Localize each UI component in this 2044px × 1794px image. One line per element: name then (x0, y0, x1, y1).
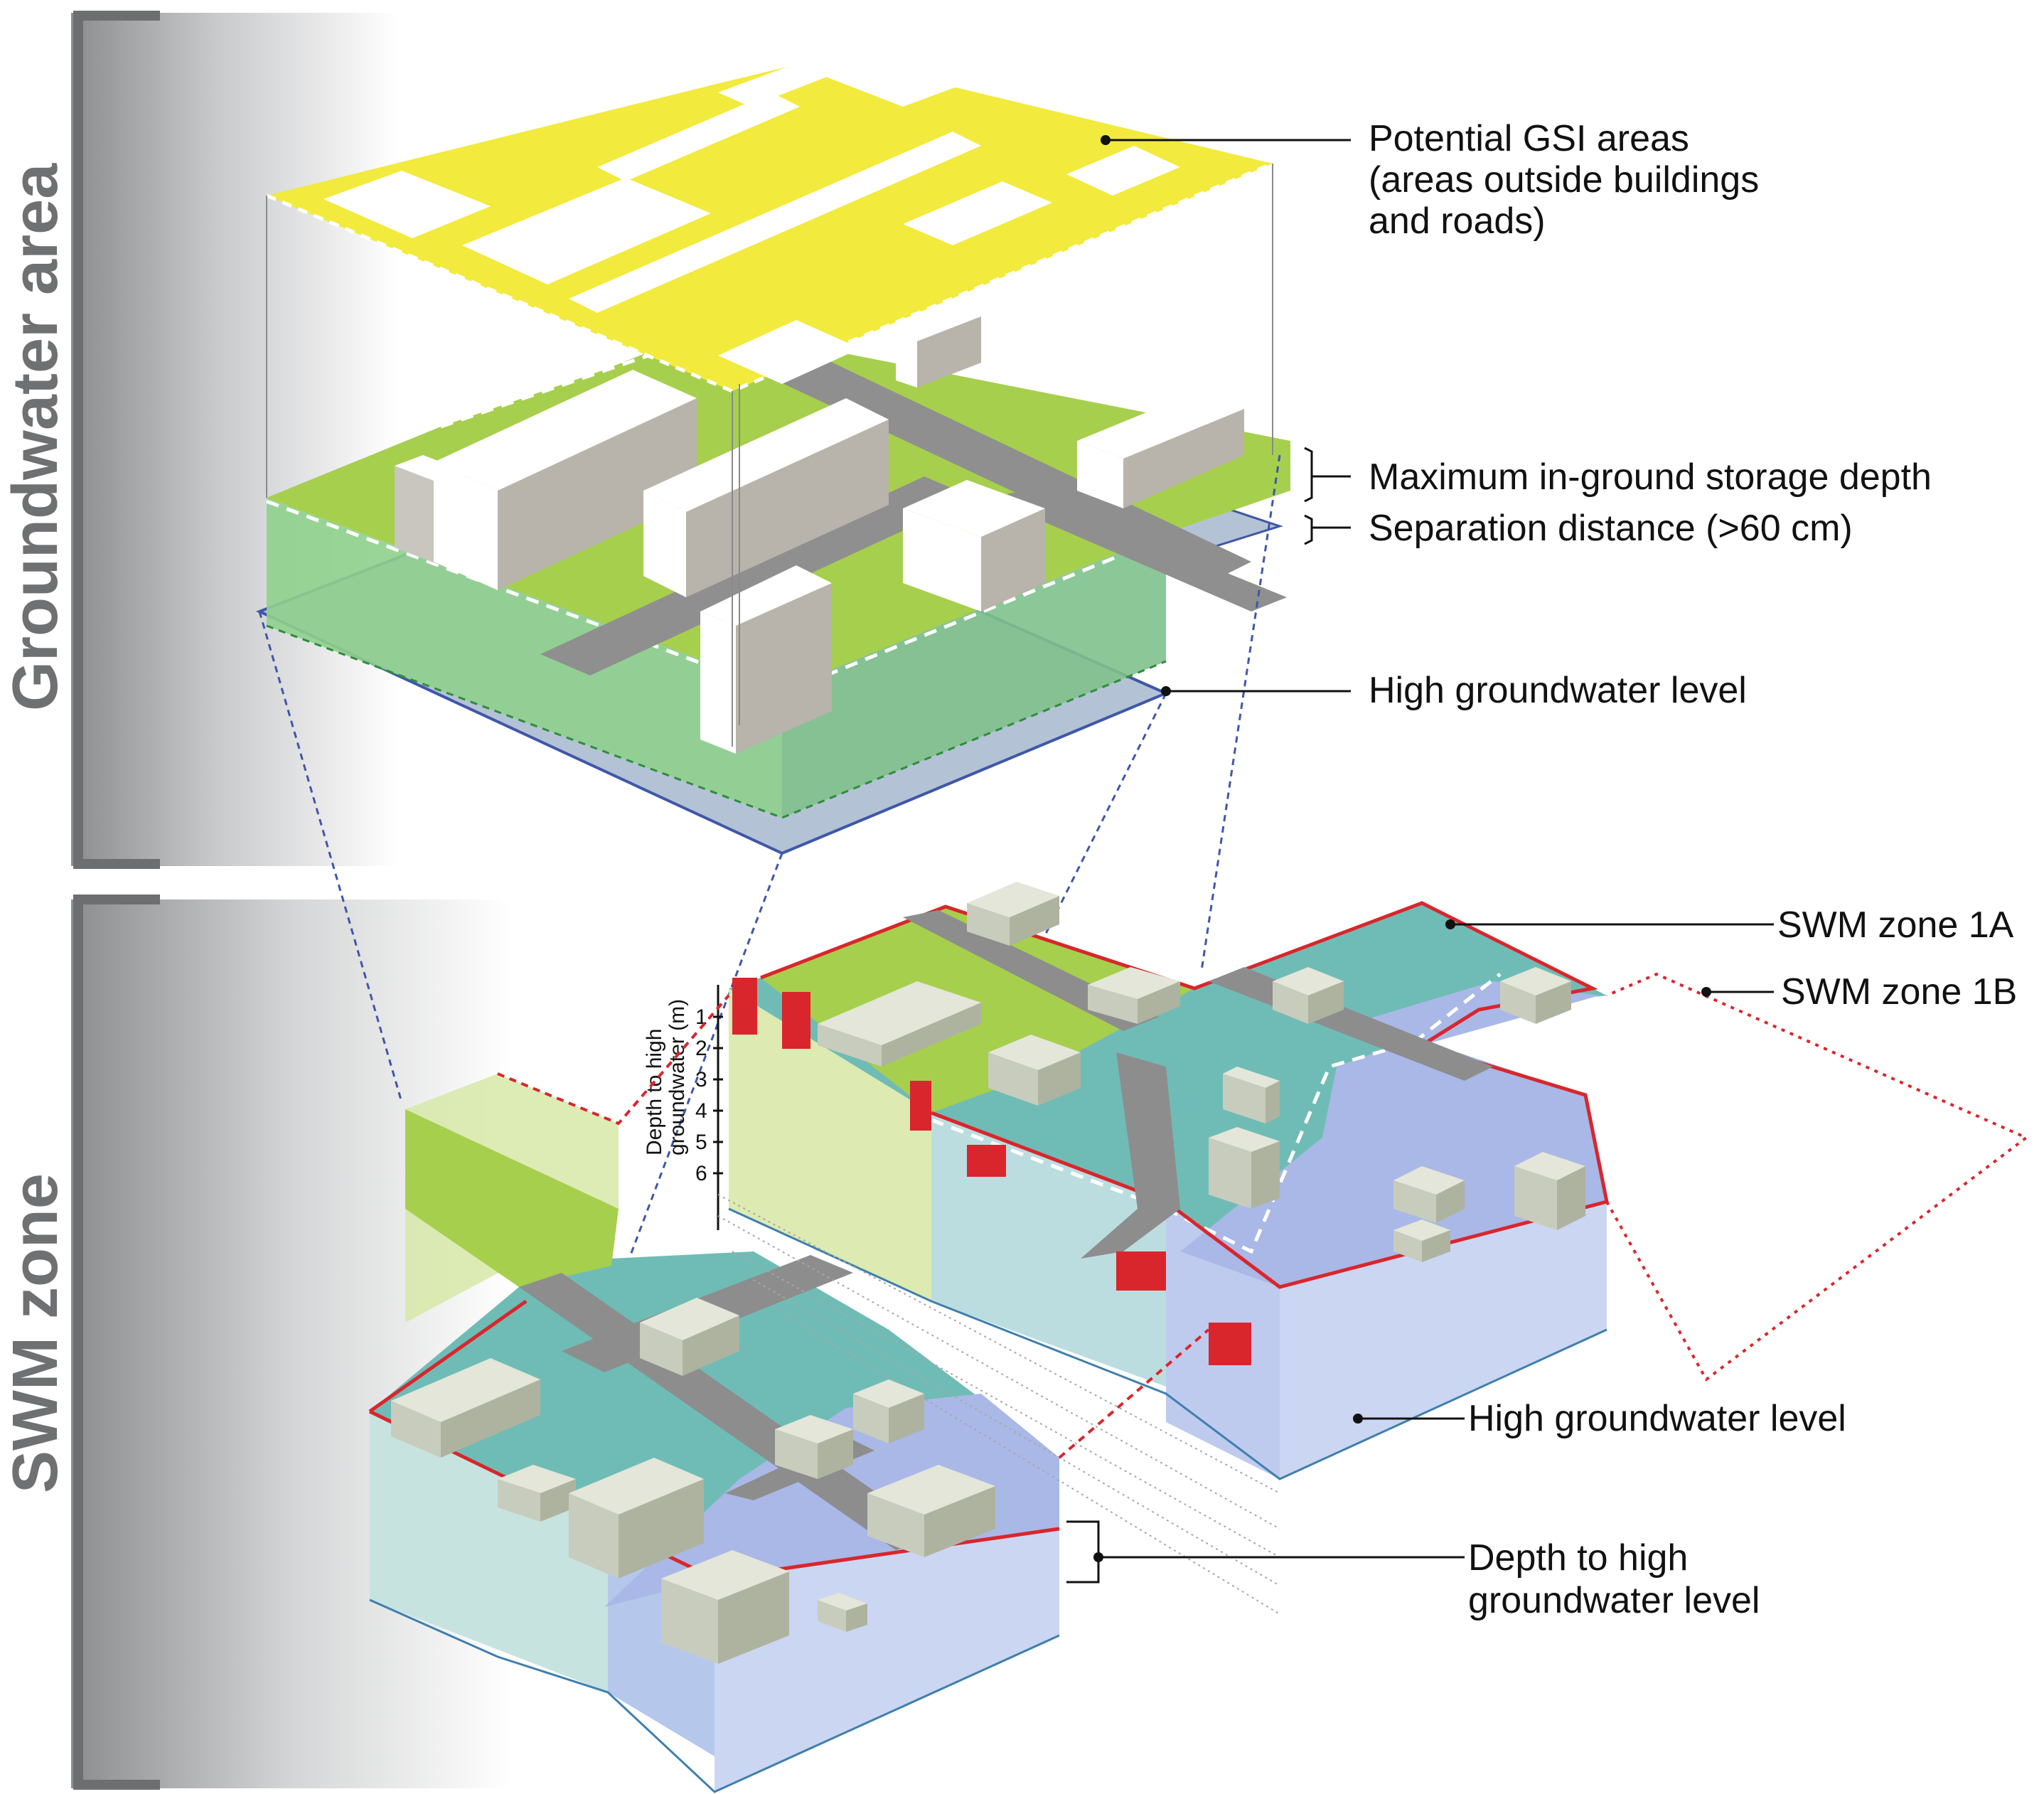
connector-lines (258, 454, 1281, 1259)
separation-label: Separation distance (>60 cm) (1369, 508, 1853, 549)
leader-lines (1066, 139, 1774, 1584)
projection-lines-top (266, 164, 1273, 747)
depth-tick-label: 2 (695, 1037, 707, 1060)
gsi-layer (266, 11, 1273, 393)
roads (540, 356, 1287, 676)
swm-zone-band: SWM zone (0, 895, 512, 1790)
high-groundwater-top-label: High groundwater level (1369, 670, 1747, 711)
high-groundwater-bottom-label: High groundwater level (1468, 1398, 1846, 1439)
gsi-areas-label-line1: Potential GSI areas (1369, 118, 1689, 159)
buildings-top (395, 316, 1244, 754)
depth-to-gw-label-line1: Depth to high (1468, 1537, 1688, 1579)
gsi-areas-label-line3: and roads) (1369, 201, 1546, 242)
swm-zone-1a-label: SWM zone 1A (1777, 904, 2014, 946)
depth-tick-label: 3 (695, 1068, 707, 1091)
depth-tick-label: 4 (695, 1099, 707, 1123)
groundwater-area-block (255, 11, 1290, 855)
swm-zone-1b-label: SWM zone 1B (1781, 971, 2017, 1013)
buildings-bottom (391, 882, 1585, 1664)
swm-zone-1b-outline (1605, 972, 2029, 1382)
depth-to-gw-label-line2: groundwater level (1468, 1580, 1760, 1621)
groundwater-area-label: Groundwater area (0, 163, 71, 711)
depth-tick-label: 6 (695, 1162, 707, 1185)
swm-zone-label: SWM zone (0, 1173, 71, 1493)
red-facades (732, 978, 1251, 1365)
max-storage-label: Maximum in-ground storage depth (1369, 456, 1932, 498)
callout-labels: Potential GSI areas (areas outside build… (1369, 118, 2017, 1621)
depth-tick-label: 5 (695, 1131, 707, 1154)
gsi-areas-label-line2: (areas outside buildings (1369, 159, 1759, 201)
groundwater-area-band: Groundwater area (0, 11, 398, 869)
depth-axis-label-2: groundwater (m) (665, 999, 689, 1155)
depth-projection-lines (717, 1194, 1280, 1615)
leader-dots (1093, 135, 1711, 1562)
